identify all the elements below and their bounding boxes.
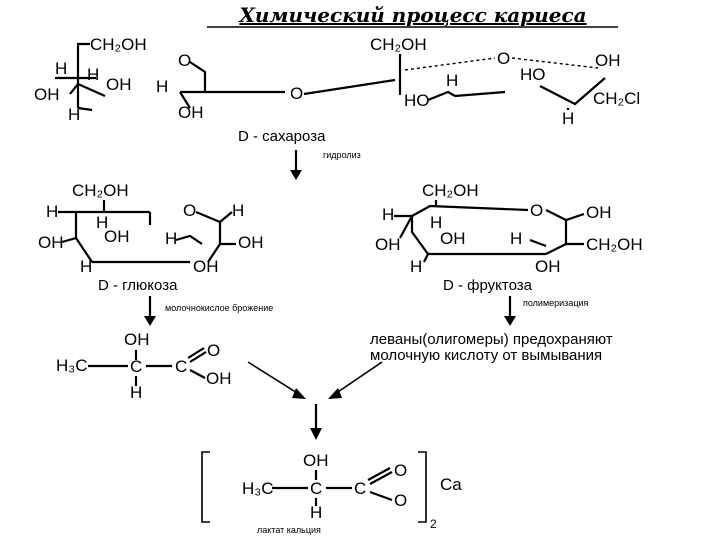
atom: OH bbox=[375, 235, 401, 254]
atom: HO bbox=[520, 65, 546, 84]
atom: OH bbox=[178, 103, 204, 122]
atom: OH bbox=[238, 233, 264, 252]
atom: H bbox=[130, 383, 142, 402]
atom: H bbox=[382, 205, 394, 224]
glucose-label: D - глюкоза bbox=[98, 277, 178, 294]
atom: O bbox=[207, 341, 220, 360]
atom: OH bbox=[440, 229, 466, 248]
atom: H bbox=[510, 229, 522, 248]
fermentation-arrow: молочнокислое брожение bbox=[144, 296, 273, 326]
atom: H bbox=[446, 71, 458, 90]
atom: OH bbox=[104, 227, 130, 246]
atom: H bbox=[96, 213, 108, 232]
atom: OH bbox=[193, 257, 219, 276]
atom: O bbox=[178, 51, 191, 70]
atom: H bbox=[68, 105, 80, 124]
converging-arrows bbox=[247, 361, 383, 440]
atom: O bbox=[530, 201, 543, 220]
atom: H bbox=[87, 65, 99, 84]
atom: H bbox=[310, 503, 322, 522]
calcium-lactate-structure: OH H₃C C C O O H Ca 2 лактат кальция bbox=[201, 451, 462, 535]
hydrolysis-label: гидролиз bbox=[323, 150, 361, 160]
atom: C bbox=[130, 357, 142, 376]
fructose-structure: CH₂OH H H O OH OH OH H CH₂OH H OH D - фр… bbox=[375, 181, 643, 294]
atom: H bbox=[562, 109, 574, 128]
atom: CH₂OH bbox=[586, 235, 643, 254]
atom: O bbox=[394, 461, 407, 480]
atom: CH₂Cl bbox=[593, 89, 640, 108]
diagram-title: Химический процесс кариеса bbox=[237, 3, 586, 27]
atom: OH bbox=[106, 75, 132, 94]
sucrose-label: D - сахароза bbox=[238, 128, 326, 145]
atom: OH bbox=[34, 85, 60, 104]
levans-note-line-2: молочную кислоту от вымывания bbox=[370, 347, 602, 364]
atom: H bbox=[46, 202, 58, 221]
sucrose-structure: CH₂OH H H OH OH H O H OH O CH₂OH O H HO … bbox=[34, 35, 640, 145]
calcium-ion: Ca bbox=[440, 475, 462, 494]
subscript-2: 2 bbox=[430, 517, 437, 531]
atom: H bbox=[55, 59, 67, 78]
atom: H bbox=[156, 77, 168, 96]
atom: C bbox=[175, 357, 187, 376]
fructose-label: D - фруктоза bbox=[443, 277, 533, 294]
levans-note: леваны(олигомеры) предохраняют молочную … bbox=[370, 331, 613, 364]
polymerization-arrow: полимеризация bbox=[504, 296, 588, 326]
atom: OH bbox=[535, 257, 561, 276]
atom: CH₂OH bbox=[72, 181, 129, 200]
atom: O bbox=[497, 49, 510, 68]
lactic-acid-structure: OH H₃C C C O OH H bbox=[56, 330, 232, 402]
atom: O bbox=[183, 201, 196, 220]
atom: H bbox=[430, 213, 442, 232]
atom: OH bbox=[124, 330, 150, 349]
glucose-structure: CH₂OH H H O H OH OH H OH H OH D - глюкоз… bbox=[38, 181, 264, 294]
atom: OH bbox=[586, 203, 612, 222]
atom: O bbox=[394, 491, 407, 510]
atom: CH₂OH bbox=[422, 181, 479, 200]
calcium-lactate-label: лактат кальция bbox=[257, 525, 321, 535]
atom: C bbox=[354, 479, 366, 498]
atom: OH bbox=[38, 233, 64, 252]
atom: CH₂OH bbox=[370, 35, 427, 54]
polymerization-label: полимеризация bbox=[523, 298, 588, 308]
atom: HO bbox=[404, 91, 430, 110]
atom: OH bbox=[206, 369, 232, 388]
atom: C bbox=[310, 479, 322, 498]
atom: H bbox=[165, 229, 177, 248]
atom: H bbox=[80, 257, 92, 276]
atom: OH bbox=[595, 51, 621, 70]
levans-note-line-1: леваны(олигомеры) предохраняют bbox=[370, 331, 613, 348]
fermentation-label: молочнокислое брожение bbox=[165, 303, 273, 313]
atom: H bbox=[232, 201, 244, 220]
atom: H₃C bbox=[56, 356, 87, 375]
hydrolysis-arrow: гидролиз bbox=[290, 150, 361, 180]
atom: CH₂OH bbox=[90, 35, 147, 54]
atom: O bbox=[290, 84, 303, 103]
atom: H bbox=[410, 257, 422, 276]
atom: H₃C bbox=[242, 479, 273, 498]
atom: OH bbox=[303, 451, 329, 470]
